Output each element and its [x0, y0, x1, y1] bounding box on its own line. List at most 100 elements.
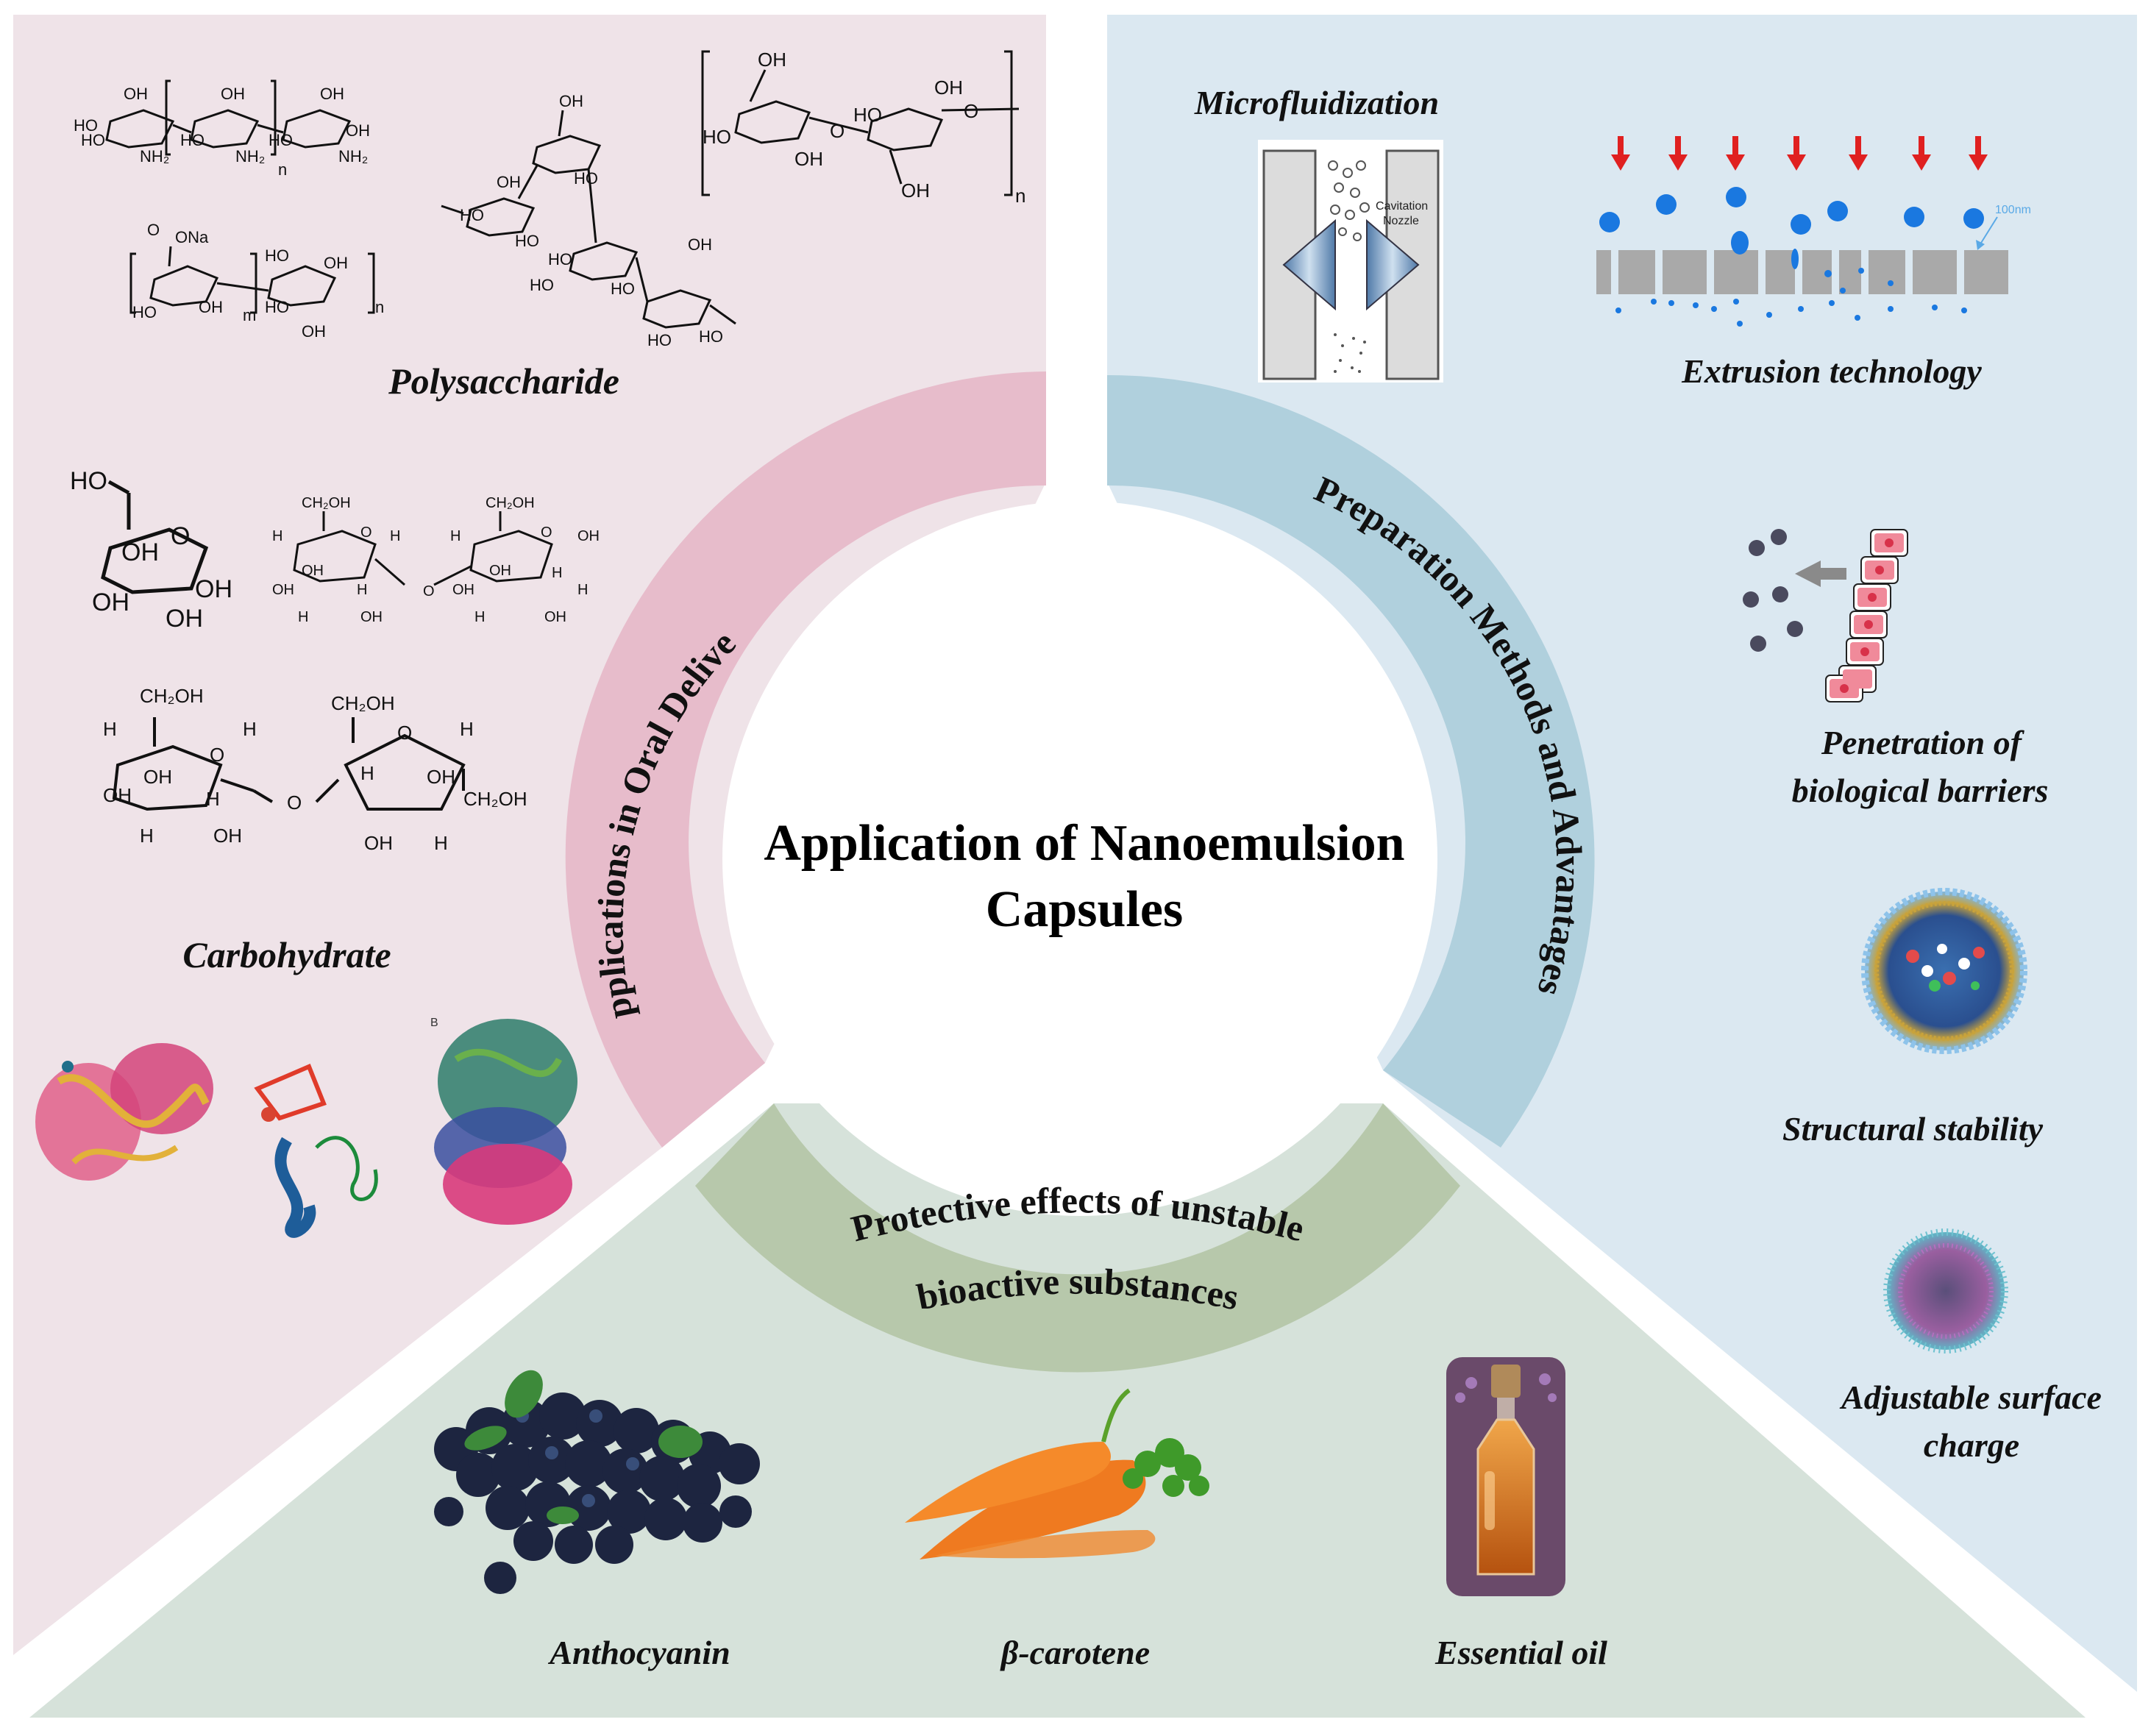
chem-label: HO: [699, 327, 723, 346]
chem-label: OH: [427, 766, 455, 788]
chem-label: OH: [559, 92, 583, 110]
chem-label: OH: [166, 605, 203, 633]
cavitation-text: Cavitation: [1376, 200, 1428, 213]
chem-label: H: [450, 528, 461, 544]
chem-label: OH: [577, 528, 600, 544]
chem-label: n: [1015, 185, 1025, 207]
chem-label: O: [397, 722, 412, 744]
direction-arrow-icon: [1795, 561, 1846, 587]
extrusion-diagram: 100nm: [1596, 136, 2031, 327]
chem-label: HO: [132, 303, 157, 321]
chem-label: HO: [74, 116, 98, 135]
chem-label: OH: [195, 575, 232, 603]
starch-branched-structure: [441, 110, 736, 329]
chem-label: OH: [489, 563, 511, 579]
pressure-arrow-icon: [1611, 136, 1988, 171]
chem-label: H: [390, 528, 400, 544]
chem-label: CH₂OH: [463, 788, 527, 810]
pore-size-label: 100nm: [1995, 204, 2031, 216]
surface-charge-label-line1: Adjustable surface: [1839, 1379, 2102, 1416]
chem-label: OH: [302, 322, 326, 341]
chem-label: CH₂OH: [331, 692, 395, 714]
protective-band: [695, 1103, 1460, 1373]
chem-label: HO: [70, 467, 107, 495]
chem-label: OH: [92, 588, 129, 616]
carbohydrate-label: Carbohydrate: [182, 934, 391, 975]
chem-label: H: [460, 718, 474, 740]
preparation-band: [1107, 374, 1595, 1148]
chem-label: O: [964, 100, 978, 122]
chem-label: OH: [360, 609, 383, 625]
chem-label: HO: [81, 131, 105, 149]
chem-label: n: [278, 160, 287, 179]
chem-label: OH: [324, 254, 348, 272]
nanoemulsion-capsule-illustration: [1861, 888, 2027, 1054]
chem-label: O: [147, 221, 160, 239]
chem-label: OH: [794, 148, 823, 170]
essential-oil-label: Essential oil: [1434, 1634, 1607, 1671]
chem-label: OH: [364, 832, 393, 854]
nozzle-text: Nozzle: [1383, 215, 1419, 227]
chem-label: O: [287, 791, 302, 814]
chem-label: HO: [574, 169, 598, 188]
penetration-label-line1: Penetration of: [1821, 724, 2025, 761]
chem-label: OH: [758, 49, 786, 71]
center-title-line1: Application of Nanoemulsion: [764, 815, 1405, 872]
chem-label: O: [360, 524, 372, 541]
chem-label: CH₂OH: [486, 495, 535, 511]
barrier-penetration-diagram: [1743, 529, 1908, 702]
chem-label: H: [474, 609, 485, 625]
chem-label: H: [357, 582, 367, 598]
chem-label: HO: [265, 246, 289, 265]
chem-label: OH: [688, 235, 712, 254]
chem-label: HO: [611, 280, 635, 298]
chem-label: O: [423, 583, 435, 600]
chem-label: NH₂: [140, 147, 169, 166]
sucrose-structure: [112, 717, 466, 811]
chem-label: H: [434, 832, 448, 854]
protein-structure-1: [35, 1043, 213, 1181]
oral-delivery-band: [565, 371, 1046, 1148]
chem-label: HO: [703, 126, 731, 148]
chem-label: n: [375, 298, 384, 316]
chem-label: OH: [346, 121, 370, 140]
chem-label: HO: [460, 206, 484, 224]
cellulose-structure: [701, 50, 1020, 196]
chem-label: H: [103, 718, 117, 740]
chem-label: OH: [221, 85, 245, 103]
chem-label: O: [541, 524, 552, 541]
right-panel-background: [1107, 15, 2137, 1692]
anthocyanin-label: Anthocyanin: [547, 1634, 730, 1671]
beta-carotene-label: β-carotene: [1000, 1634, 1150, 1671]
chem-label: OH: [302, 563, 324, 579]
chem-label: OH: [121, 538, 159, 566]
chem-label: O: [210, 744, 224, 766]
surface-charge-particle-illustration: [1883, 1228, 2008, 1353]
maltose-structure: [293, 511, 553, 586]
surface-charge-label-line2: charge: [1924, 1426, 2019, 1464]
chem-label: O: [830, 120, 845, 142]
chem-label: m: [243, 306, 256, 324]
microfluidization-label: Microfluidization: [1194, 84, 1439, 121]
chem-label: H: [360, 762, 374, 784]
carrots-illustration: [905, 1388, 1209, 1559]
chem-label: H: [552, 565, 562, 581]
chem-label: HO: [269, 131, 293, 149]
chem-label: ONa: [175, 228, 209, 246]
chem-label: OH: [124, 85, 148, 103]
extrusion-technology-label: Extrusion technology: [1681, 352, 1982, 390]
center-title-line2: Capsules: [985, 881, 1184, 938]
chem-label: CH₂OH: [140, 685, 204, 707]
chem-label: HO: [515, 232, 539, 250]
chem-label: OH: [901, 179, 930, 202]
center-title: Application of Nanoemulsion Capsules: [709, 811, 1460, 943]
chem-label: OH: [143, 766, 172, 788]
chem-label: H: [206, 788, 220, 810]
chem-label: H: [577, 582, 588, 598]
chem-label: NH₂: [338, 147, 368, 166]
protein-panel-label: B: [430, 1017, 438, 1029]
chem-label: HO: [530, 276, 554, 294]
chem-label: HO: [265, 298, 289, 316]
penetration-label-line2: biological barriers: [1792, 772, 2049, 809]
